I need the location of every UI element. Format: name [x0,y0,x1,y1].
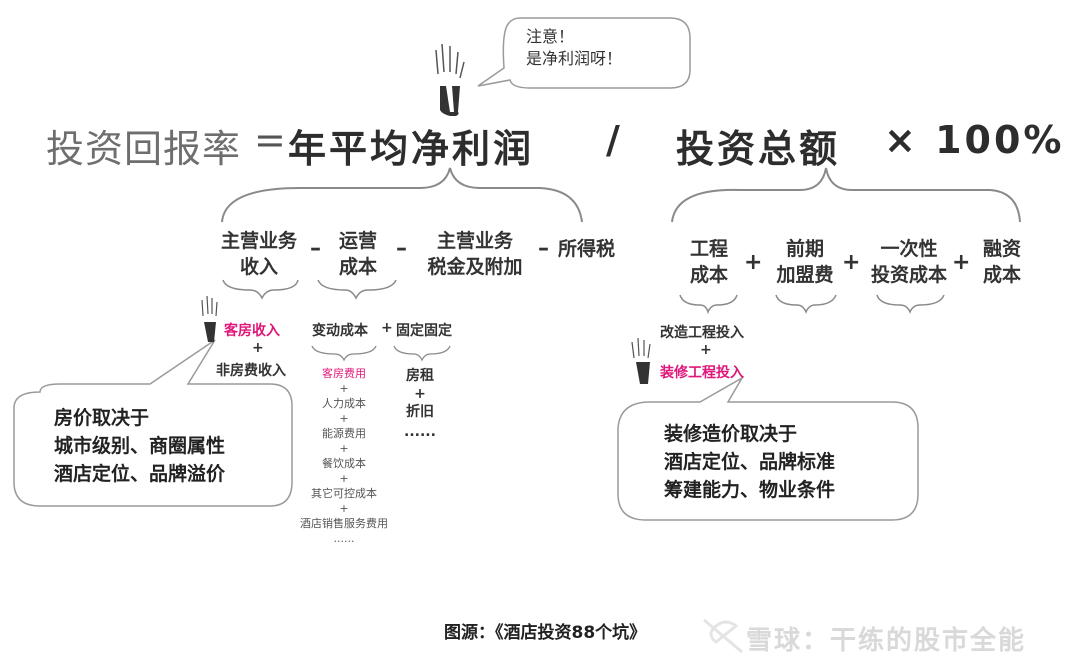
fixed-item: 折旧 [406,404,434,420]
revenue-item-nonroom: 非房费收入 [216,363,286,379]
formula-denominator: 投资总额 [676,127,841,171]
revenue-item-room: 客房收入 [224,323,280,339]
invest-op-2: + [842,250,861,275]
invest-term-onetime: 一次性 投资成本 [870,238,947,286]
variable-cost-list: 客房费用 + 人力成本 + 能源费用 + 餐饮成本 + 其它可控成本 + 酒店销… [294,366,394,546]
invest-term-finance: 融资 成本 [982,238,1021,286]
revenue-plus: + [252,340,264,356]
variable-item: + [339,382,349,395]
profit-term-tax: 主营业务 税金及附加 [427,230,523,278]
fixed-item: ...... [404,424,436,440]
profit-brace [221,167,583,223]
invest-op-3: + [952,250,971,275]
formula-multiply: × 100% [884,118,1065,162]
invest-term-fee: 前期 加盟费 [776,238,834,286]
xueqiu-logo-icon [703,618,743,654]
onetime-brace [876,294,945,314]
formula-label: 投资回报率 [46,127,242,171]
invest-op-1: + [744,250,763,275]
right-bubble-text: 装修造价取决于 酒店定位、品牌标准 筹建能力、物业条件 [664,423,836,501]
cost-variable: 变动成本 [312,323,368,339]
variable-item: + [339,412,349,425]
eng-brace [679,294,738,315]
formula-numerator: 年平均净利润 [288,127,535,171]
variable-item: 客房费用 [322,367,366,380]
pointer-hand-icon [435,43,465,116]
pointer-hand-icon-small-renovation [631,337,651,384]
fixed-item: 房租 [406,368,434,384]
fixed-item: + [414,386,426,402]
variable-item: + [339,472,349,485]
left-bubble [13,339,293,507]
invest-brace [671,167,1021,223]
fixed-brace [393,345,451,362]
variable-brace [311,345,377,362]
formula-equals: = [254,118,286,162]
engineering-plus: + [700,342,712,358]
profit-op-3: – [538,236,549,261]
profit-term-opcost: 运营 成本 [338,230,377,278]
left-bubble-text: 房价取决于 城市级别、商圈属性 酒店定位、品牌溢价 [54,407,226,485]
variable-item: 酒店销售服务费用 [300,517,388,530]
engineering-item-decoration: 装修工程投入 [660,365,744,381]
profit-op-1: – [310,236,321,261]
variable-item: 其它可控成本 [311,487,377,500]
variable-item: + [339,442,349,455]
note-line-2: 是净利润呀！ [526,49,623,68]
note-text: 注意！ 是净利润呀！ [526,26,622,70]
variable-item: 餐饮成本 [322,457,366,470]
profit-op-2: – [396,236,407,261]
fee-brace [775,294,837,314]
variable-item: + [339,502,349,515]
profit-term-revenue: 主营业务 收入 [220,230,297,278]
formula-slash: / [606,118,623,162]
variable-item: ...... [333,532,355,545]
source-caption: 图源：《酒店投资88个坑》 [444,623,647,643]
fixed-cost-list: 房租 + 折旧 ...... [400,366,440,442]
pointer-hand-icon-small-revenue [201,295,218,342]
watermark: 雪球：干练的股市全能 [746,626,1027,656]
note-bubble [477,17,691,89]
cost-plus: + [381,320,393,336]
opcost-brace [317,279,397,300]
variable-item: 能源费用 [322,427,366,440]
engineering-item-renovate: 改造工程投入 [660,325,744,341]
right-bubble [617,375,919,521]
invest-term-engineering: 工程 成本 [689,238,728,286]
cost-fixed: 固定固定 [396,323,452,339]
variable-item: 人力成本 [322,397,366,410]
profit-term-incometax: 所得税 [558,238,616,260]
revenue-brace [222,279,299,300]
note-line-1: 注意！ [526,27,575,46]
